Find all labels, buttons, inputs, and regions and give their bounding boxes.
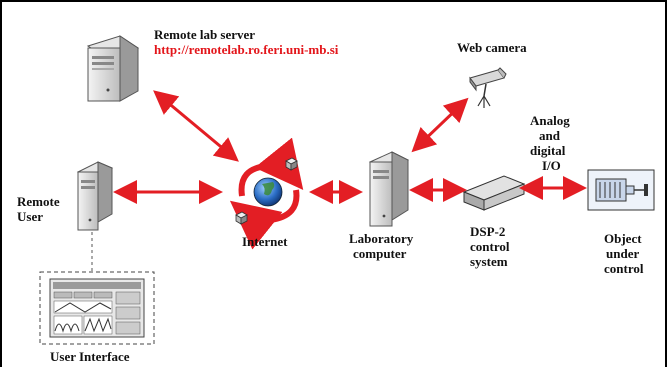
dsp-label-1: DSP-2 [470, 224, 505, 239]
remote-user-label-2: User [17, 209, 43, 224]
internet-cloud [229, 137, 304, 250]
object-label-2: under [606, 246, 639, 261]
analog-label-4: I/O [542, 158, 561, 173]
packet-cube-icon [235, 211, 248, 225]
dsp-box-icon [462, 175, 526, 211]
web-camera-label: Web camera [457, 40, 527, 55]
arrow-labpc-camera [411, 97, 469, 153]
arrow-server-internet [153, 90, 239, 162]
server-url[interactable]: http://remotelab.ro.feri.uni-mb.si [154, 42, 339, 57]
web-camera-icon [469, 67, 507, 108]
server-tower-icon [86, 35, 140, 102]
server-title: Remote lab server [154, 27, 255, 42]
lab-computer-label-1: Laboratory [349, 231, 414, 246]
user-interface-frame [39, 271, 155, 345]
lab-computer-label-2: computer [353, 246, 407, 261]
internet-label: Internet [242, 234, 288, 249]
user-interface-label: User Interface [50, 349, 130, 364]
remote-user-label-1: Remote [17, 194, 60, 209]
dsp-label-3: system [470, 254, 508, 269]
packet-cube-icon [285, 157, 298, 171]
internet-circular-arrow-bottom [229, 189, 300, 250]
analog-label-2: and [539, 128, 561, 143]
object-label-1: Object [604, 231, 642, 246]
motor-icon [587, 169, 655, 211]
user-pc-tower-icon [76, 161, 114, 231]
analog-label-3: digital [530, 143, 566, 158]
dsp-label-2: control [470, 239, 510, 254]
internet-circular-arrow-top [238, 137, 304, 197]
lab-pc-tower-icon [368, 151, 410, 227]
analog-label-1: Analog [530, 113, 570, 128]
user-interface-screen-icon [49, 278, 145, 338]
object-label-3: control [604, 261, 644, 276]
